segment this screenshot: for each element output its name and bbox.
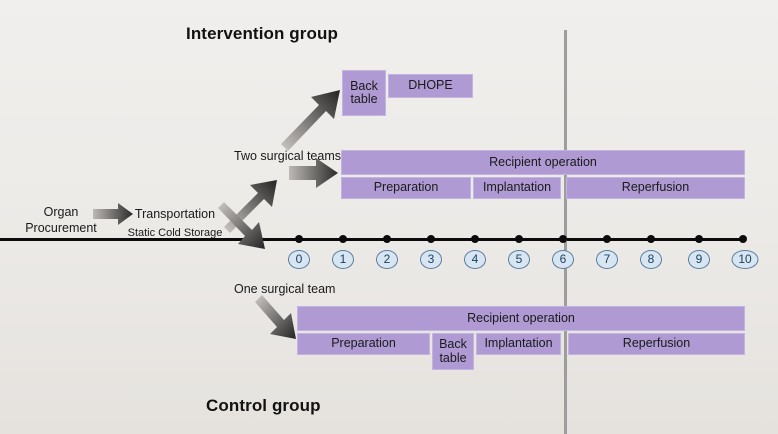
timeline-axis bbox=[0, 238, 745, 241]
tick-dot-2 bbox=[383, 235, 391, 243]
tick-dot-7 bbox=[603, 235, 611, 243]
tick-label-4: 4 bbox=[464, 250, 486, 269]
two-surgical-teams-label: Two surgical teams bbox=[234, 149, 341, 163]
arrow-procurement-to-transportation bbox=[93, 203, 133, 225]
six-hour-marker-line bbox=[564, 30, 567, 434]
arrow-to-two-surgical-teams bbox=[224, 180, 277, 233]
arrow-to-one-surgical-team bbox=[218, 202, 265, 249]
arrow-team-to-recipient-operation bbox=[255, 295, 296, 339]
tick-dot-4 bbox=[471, 235, 479, 243]
control-recipient-operation-bar: Recipient operation bbox=[297, 306, 745, 331]
tick-label-10: 10 bbox=[731, 250, 759, 269]
intervention-recipient-operation-bar: Recipient operation bbox=[341, 150, 745, 175]
control-group-title: Control group bbox=[206, 396, 321, 415]
intervention-back-table-line2: table bbox=[350, 92, 378, 106]
arrow-teams-to-back-table bbox=[281, 90, 340, 151]
tick-dot-6 bbox=[559, 235, 567, 243]
intervention-reperfusion-bar: Reperfusion bbox=[566, 177, 745, 199]
transportation-label: Transportation bbox=[134, 207, 216, 221]
tick-dot-10 bbox=[739, 235, 747, 243]
tick-label-8: 8 bbox=[640, 250, 662, 269]
tick-dot-1 bbox=[339, 235, 347, 243]
intervention-preparation-bar: Preparation bbox=[341, 177, 471, 199]
tick-label-9: 9 bbox=[688, 250, 710, 269]
one-surgical-team-label: One surgical team bbox=[234, 282, 336, 296]
control-reperfusion-bar: Reperfusion bbox=[568, 333, 745, 355]
control-back-table-line1: Back bbox=[439, 337, 467, 351]
organ-procurement-label-line2: Procurement bbox=[25, 221, 97, 235]
tick-label-6: 6 bbox=[552, 250, 574, 269]
control-implantation-bar: Implantation bbox=[476, 333, 561, 355]
intervention-dhope-bar: DHOPE bbox=[388, 74, 473, 98]
tick-label-2: 2 bbox=[376, 250, 398, 269]
tick-dot-5 bbox=[515, 235, 523, 243]
organ-procurement-label-line1: Organ bbox=[43, 205, 79, 219]
intervention-back-table-bar: Back table bbox=[342, 70, 386, 116]
tick-dot-0 bbox=[295, 235, 303, 243]
static-cold-storage-label: Static Cold Storage bbox=[127, 227, 223, 239]
control-preparation-bar: Preparation bbox=[297, 333, 430, 355]
tick-dot-9 bbox=[695, 235, 703, 243]
tick-label-5: 5 bbox=[508, 250, 530, 269]
control-back-table-line2: table bbox=[439, 350, 467, 365]
intervention-back-table-line1: Back bbox=[350, 78, 378, 93]
intervention-implantation-bar: Implantation bbox=[473, 177, 561, 199]
tick-label-7: 7 bbox=[596, 250, 618, 269]
tick-dot-8 bbox=[647, 235, 655, 243]
tick-label-3: 3 bbox=[420, 250, 442, 269]
tick-label-0: 0 bbox=[288, 250, 310, 269]
tick-dot-3 bbox=[427, 235, 435, 243]
intervention-group-title: Intervention group bbox=[186, 24, 338, 43]
tick-label-1: 1 bbox=[332, 250, 354, 269]
control-back-table-bar: Back table bbox=[432, 333, 474, 370]
